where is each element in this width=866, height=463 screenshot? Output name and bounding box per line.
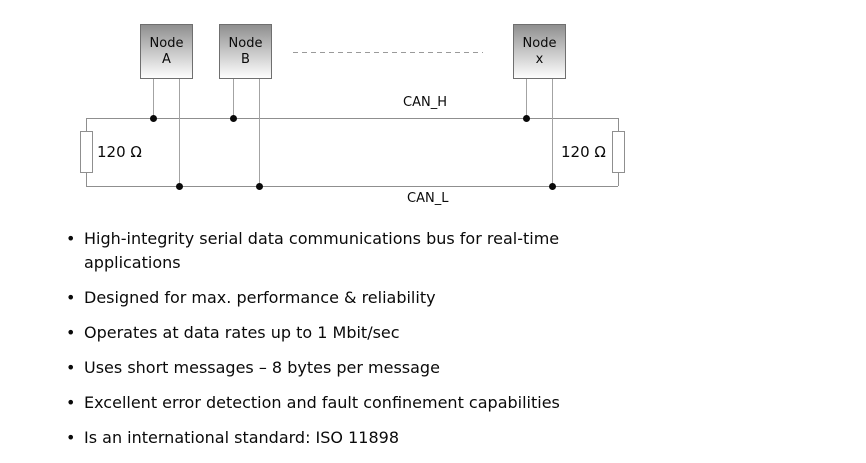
terminator-resistor-right: [612, 131, 625, 173]
bullet-text: Uses short messages – 8 bytes per messag…: [84, 358, 440, 377]
can-h-label: CAN_H: [403, 95, 447, 110]
right-resistor-label: 120 Ω: [561, 143, 606, 161]
list-item: • Excellent error detection and fault co…: [66, 391, 706, 415]
junction-dot: [176, 183, 183, 190]
node-b-box: Node B: [219, 24, 272, 79]
junction-dot: [523, 115, 530, 122]
can-l-line: [86, 186, 618, 187]
can-h-line: [86, 118, 618, 119]
bullet-text: Operates at data rates up to 1 Mbit/sec: [84, 323, 400, 342]
bullet-marker: •: [66, 229, 76, 248]
bullet-text: High-integrity serial data communication…: [84, 229, 560, 272]
junction-dot: [256, 183, 263, 190]
list-item: • Is an international standard: ISO 1189…: [66, 426, 706, 450]
can-l-label: CAN_L: [407, 191, 449, 206]
feature-list: • High-integrity serial data communicati…: [66, 227, 706, 461]
bullet-marker: •: [66, 358, 76, 377]
node-x-box: Node x: [513, 24, 566, 79]
left-resistor-label: 120 Ω: [97, 143, 142, 161]
node-b-wire-low: [259, 79, 260, 186]
bullet-marker: •: [66, 323, 76, 342]
bus-continuation-dashes: [293, 52, 483, 53]
node-x-wire-high: [526, 79, 527, 118]
list-item: • High-integrity serial data communicati…: [66, 227, 706, 275]
bullet-text: Excellent error detection and fault conf…: [84, 393, 560, 412]
list-item: • Uses short messages – 8 bytes per mess…: [66, 356, 706, 380]
node-x-wire-low: [552, 79, 553, 186]
list-item: • Designed for max. performance & reliab…: [66, 286, 706, 310]
node-a-wire-low: [179, 79, 180, 186]
bullet-marker: •: [66, 393, 76, 412]
node-a-box: Node A: [140, 24, 193, 79]
node-a-wire-high: [153, 79, 154, 118]
bullet-marker: •: [66, 428, 76, 447]
list-item: • Operates at data rates up to 1 Mbit/se…: [66, 321, 706, 345]
junction-dot: [230, 115, 237, 122]
junction-dot: [150, 115, 157, 122]
bullet-text: Is an international standard: ISO 11898: [84, 428, 399, 447]
bullet-text: Designed for max. performance & reliabil…: [84, 288, 436, 307]
terminator-resistor-left: [80, 131, 93, 173]
node-b-wire-high: [233, 79, 234, 118]
junction-dot: [549, 183, 556, 190]
bullet-marker: •: [66, 288, 76, 307]
